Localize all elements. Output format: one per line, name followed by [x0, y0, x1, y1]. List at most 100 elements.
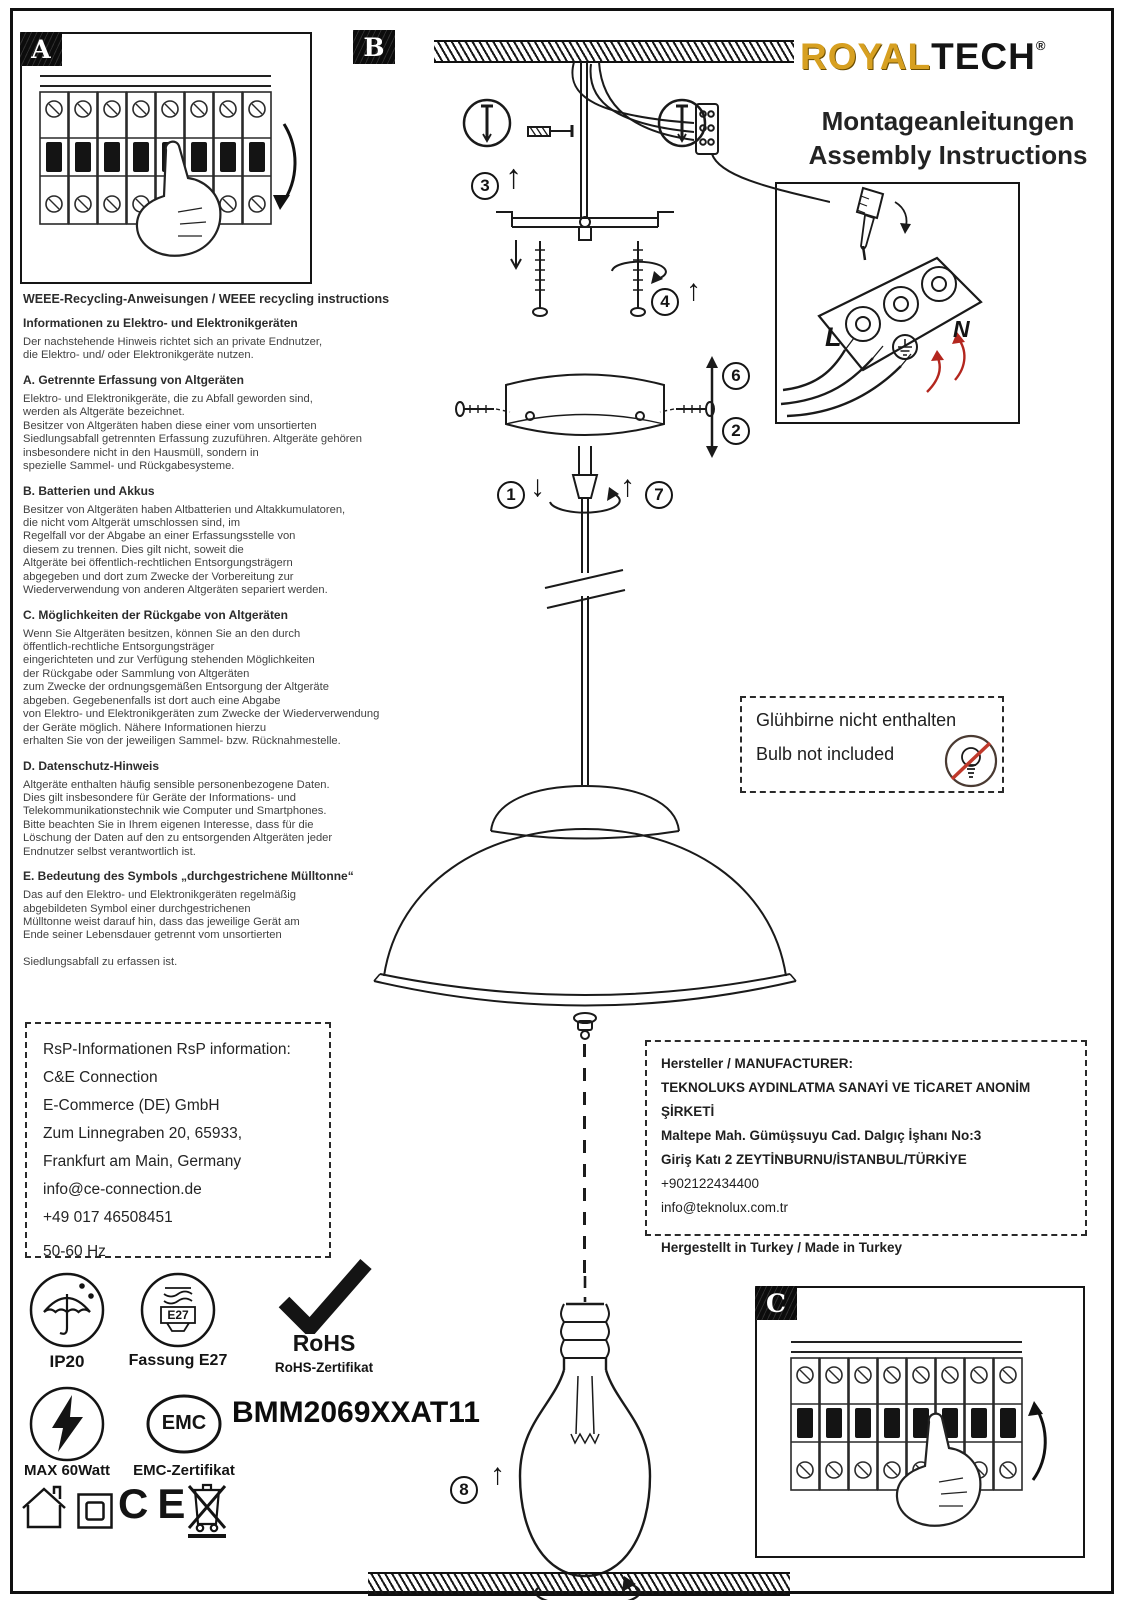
manufacturer-address1: Maltepe Mah. Gümüşsuyu Cad. Dalgıç İşhan… — [661, 1128, 982, 1143]
bottom-hatch-band — [368, 1572, 790, 1596]
circuit-breaker-on-illustration — [790, 1341, 1047, 1527]
weee-heading-b: B. Batterien und Akkus — [23, 483, 155, 498]
panel-b-label: B — [353, 30, 395, 64]
emc-text: EMC — [161, 1412, 207, 1434]
weee-heading-c: C. Möglichkeiten der Rückgabe von Altger… — [23, 607, 288, 622]
manufacturer-box: Hersteller / MANUFACTURER: TEKNOLUKS AYD… — [645, 1040, 1087, 1255]
weee-recycling-text: WEEE-Recycling-Anweisungen / WEEE recycl… — [23, 292, 409, 970]
weee-section-a: A. Getrennte Erfassung von Altgeräten El… — [23, 373, 409, 474]
terminal-block-illustration — [780, 186, 983, 418]
step-2-number: 2 — [731, 421, 741, 440]
light-bulb-illustration — [518, 1276, 652, 1600]
model-number: BMM2069XXAT11 — [232, 1396, 480, 1429]
step-6-badge: 6 — [722, 362, 750, 390]
rsp-title: RsP-Informationen RsP information: — [43, 1041, 291, 1058]
weee-section-d: D. Datenschutz-Hinweis Altgeräte enthalt… — [23, 759, 409, 860]
step-7-number: 7 — [654, 485, 664, 504]
step-3-up-arrow-icon: ↑ — [505, 158, 522, 196]
e27-text: E27 — [167, 1308, 189, 1322]
panel-c-label: C — [755, 1286, 797, 1320]
pendant-cord-dashed — [583, 1044, 586, 1284]
indoor-house-icon — [22, 1485, 66, 1529]
assembly-title: Montageanleitungen Assembly Instructions — [806, 104, 1090, 172]
neutral-wire-label: N — [953, 316, 970, 342]
rohs-checkmark-icon — [278, 1259, 372, 1334]
step-8-badge: 8 — [450, 1476, 478, 1504]
rsp-street: Zum Linnegraben 20, 65933, — [43, 1125, 243, 1142]
weee-body-b: Besitzer von Altgeräten haben Altbatteri… — [23, 503, 346, 597]
bulb-note-de: Glühbirne nicht enthalten — [756, 710, 957, 730]
made-in-line: Hergestellt in Turkey / Made in Turkey — [661, 1240, 903, 1255]
panel-a-label: A — [20, 32, 62, 66]
class-ii-double-square-icon — [77, 1493, 113, 1529]
step-1-down-arrow-icon: ↓ — [530, 470, 545, 503]
rohs-title: RoHS — [292, 1330, 356, 1356]
step-2-badge: 2 — [722, 417, 750, 445]
step-1-number: 1 — [506, 485, 516, 504]
emc-oval-glyph — [146, 1394, 222, 1454]
weee-section-c: C. Möglichkeiten der Rückgabe von Altger… — [23, 608, 409, 749]
e27-socket-glyph — [140, 1272, 216, 1348]
rsp-company-line2: E-Commerce (DE) GmbH — [43, 1097, 220, 1114]
rsp-email: info@ce-connection.de — [43, 1181, 202, 1198]
step-6-number: 6 — [731, 366, 741, 385]
manufacturer-title: Hersteller / MANUFACTURER: — [661, 1056, 854, 1071]
manufacturer-email: info@teknolux.com.tr — [661, 1200, 789, 1215]
brand-tech: TECH — [931, 36, 1036, 77]
rohs-cert-label: RoHS-Zertifikat — [274, 1360, 374, 1375]
max-wattage-lightning-icon — [29, 1386, 105, 1462]
rsp-phone: +49 017 46508451 — [43, 1209, 173, 1226]
step-4-number: 4 — [660, 292, 670, 311]
pendant-assembly-diagram — [373, 61, 830, 1040]
weee-body-c: Wenn Sie Altgeräten besitzen, können Sie… — [23, 627, 380, 748]
wiring-detail-box: L N — [775, 182, 1020, 424]
registered-mark: ® — [1035, 38, 1047, 53]
weee-section-info: Informationen zu Elektro- und Elektronik… — [23, 316, 409, 363]
manufacturer-phone: +902122434400 — [661, 1176, 759, 1191]
step-7-badge: 7 — [645, 481, 673, 509]
ip20-umbrella-icon — [29, 1272, 105, 1348]
ip20-label: IP20 — [49, 1352, 85, 1371]
step-7-up-arrow-icon: ↑ — [620, 470, 635, 503]
e27-socket-icon: E27 — [138, 1270, 218, 1350]
no-bulb-icon — [944, 734, 998, 788]
weee-heading-info: Informationen zu Elektro- und Elektronik… — [23, 316, 298, 330]
circuit-breaker-off-illustration — [39, 75, 297, 257]
step-4-up-arrow-icon: ↑ — [686, 274, 701, 307]
rsp-company-line1: C&E Connection — [43, 1069, 158, 1086]
panel-c: C — [755, 1286, 1085, 1558]
emc-cert-label: EMC-Zertifikat — [133, 1462, 235, 1479]
weee-body-info: Der nachstehende Hinweis richtet sich an… — [23, 336, 323, 362]
brand-royal: ROYAL — [800, 36, 932, 77]
weee-heading-d: D. Datenschutz-Hinweis — [23, 758, 160, 773]
panel-a: A — [20, 32, 312, 284]
rsp-frequency: 50-60 Hz — [43, 1243, 106, 1260]
bulb-not-included-box: Glühbirne nicht enthalten Bulb not inclu… — [740, 696, 1004, 793]
assembly-title-en: Assembly Instructions — [808, 140, 1088, 170]
manufacturer-address2: Giriş Katı 2 ZEYTİNBURNU/İSTANBUL/TÜRKİY… — [661, 1152, 967, 1167]
step-3-badge: 3 — [471, 172, 499, 200]
bulb-note-en: Bulb not included — [756, 744, 895, 764]
step-8-number: 8 — [459, 1480, 469, 1499]
rsp-city: Frankfurt am Main, Germany — [43, 1153, 242, 1170]
rsp-info-box: RsP-Informationen RsP information: C&E C… — [25, 1022, 331, 1260]
weee-heading-a: A. Getrennte Erfassung von Altgeräten — [23, 372, 244, 387]
step-8-up-arrow-icon: ↑ — [490, 1458, 505, 1491]
weee-crossed-bin-icon — [187, 1483, 227, 1538]
weee-section-b: B. Batterien und Akkus Besitzer von Altg… — [23, 484, 409, 598]
weee-body-e: Das auf den Elektro- und Elektronikgerät… — [23, 889, 300, 969]
weee-title: WEEE-Recycling-Anweisungen / WEEE recycl… — [23, 292, 390, 306]
emc-icon: EMC — [144, 1392, 224, 1456]
ceiling-hatch-band — [434, 40, 794, 63]
step-4-badge: 4 — [651, 288, 679, 316]
weee-body-d: Altgeräte enthalten häufig sensible pers… — [23, 778, 333, 858]
panel-c-letter: C — [766, 1288, 786, 1318]
ce-mark: CE — [118, 1480, 195, 1527]
manufacturer-name: TEKNOLUKS AYDINLATMA SANAYİ VE TİCARET A… — [661, 1080, 1031, 1119]
weee-heading-e: E. Bedeutung des Symbols „durchgestriche… — [23, 869, 354, 884]
max-wattage-label: MAX 60Watt — [23, 1462, 111, 1479]
panel-b-letter: B — [363, 32, 385, 62]
weee-body-a: Elektro- und Elektronikgeräte, die zu Ab… — [23, 392, 362, 473]
